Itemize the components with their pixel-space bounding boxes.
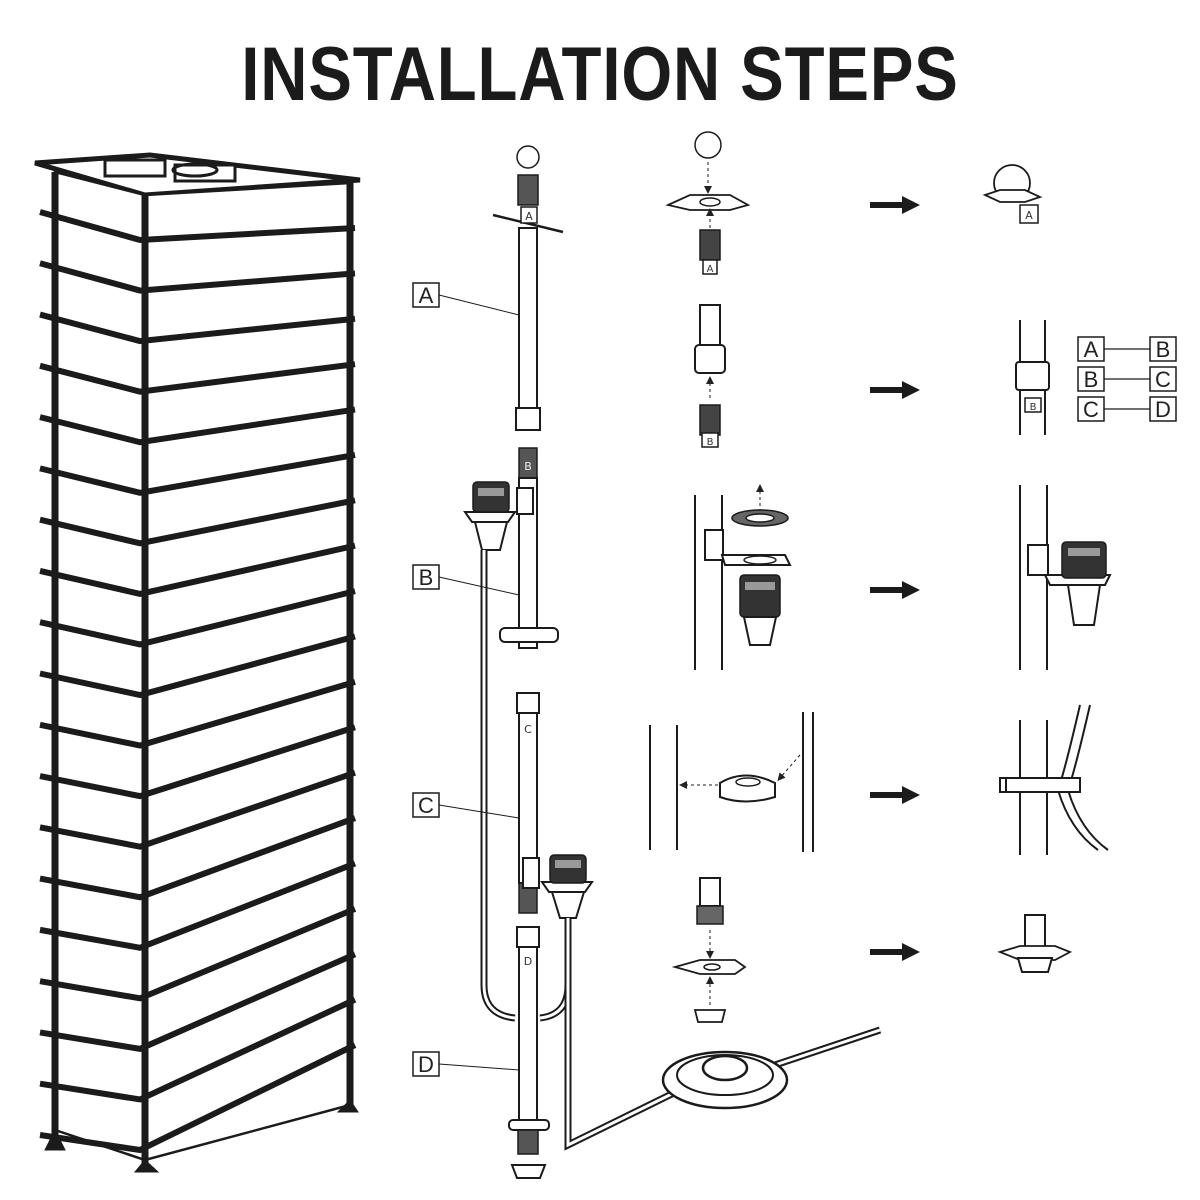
step1-screw-tag: A (707, 264, 714, 275)
cage-ring (39, 588, 356, 648)
arrow-right-icon (870, 581, 920, 599)
cage-ring (39, 679, 356, 749)
step-arrows (870, 196, 920, 961)
foot-switch-icon (661, 1050, 789, 1110)
cage-ring (39, 906, 357, 1002)
cage-ring (39, 1042, 357, 1154)
pairing-left: A (1084, 337, 1099, 362)
cage-ring (39, 996, 357, 1103)
arrow-right-icon (870, 786, 920, 804)
pole-assembly: A B C D (463, 145, 882, 1179)
cage-ring (39, 311, 356, 345)
cage-ring (39, 406, 356, 446)
pairing-left: C (1083, 397, 1099, 422)
joint-tag-b: B (524, 460, 532, 473)
callouts: A B C D (412, 282, 520, 1077)
step2-result-tag: B (1030, 402, 1037, 413)
page-title: INSTALLATION STEPS (241, 32, 959, 117)
step-1-finial: A A (665, 131, 1043, 275)
pairing-right: D (1155, 397, 1171, 422)
callout-d: D (418, 1052, 434, 1077)
arrow-right-icon (870, 196, 920, 214)
joint-tag-d: D (524, 955, 532, 968)
cage-ring (39, 951, 357, 1052)
callout-c: C (418, 793, 434, 818)
arrow-right-icon (870, 943, 920, 961)
cage-ring (39, 860, 357, 951)
finial-icon (516, 145, 540, 169)
callout-a: A (419, 283, 434, 308)
pairing-right: C (1155, 367, 1171, 392)
step2-screw-tag: B (707, 437, 714, 448)
step-3-socket (694, 484, 1112, 670)
arrow-right-icon (870, 381, 920, 399)
callout-b: B (419, 565, 434, 590)
bulb-socket-icon (522, 854, 594, 919)
step-2-joint: B B (694, 304, 1050, 448)
cage-ring (39, 361, 356, 395)
step-5-base (671, 877, 1073, 1023)
cage-ring (39, 769, 356, 850)
cage-ring (39, 260, 356, 294)
cage-ring (39, 542, 356, 597)
bulb-socket-icon (463, 481, 534, 551)
pairing-left: B (1084, 367, 1099, 392)
pairing-right: B (1156, 337, 1171, 362)
cage-ring (39, 633, 356, 699)
joint-tag-top: A (525, 210, 533, 223)
step-4-clip (649, 704, 1109, 855)
cage-ring (39, 497, 356, 547)
cage-ring (39, 451, 356, 496)
cage-ring (39, 815, 357, 901)
step1-result-tag: A (1025, 209, 1033, 222)
cage-ring (39, 724, 356, 800)
lamp-cage (34, 152, 361, 1173)
cage-ring (39, 209, 356, 244)
joint-tag-c: C (524, 723, 532, 736)
